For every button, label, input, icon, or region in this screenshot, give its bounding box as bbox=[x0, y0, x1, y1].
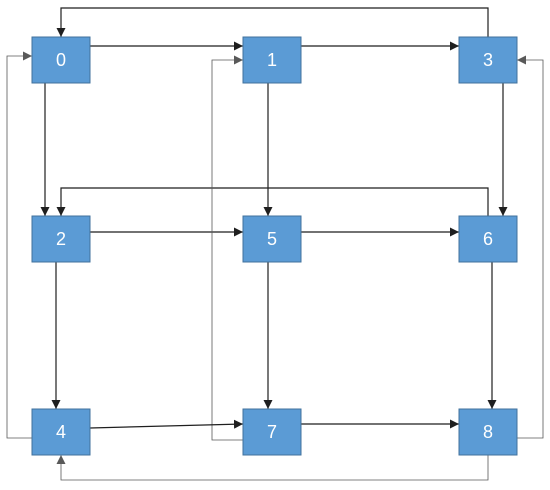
node-label: 8 bbox=[483, 422, 493, 442]
node-box bbox=[458, 36, 518, 84]
node-label: 2 bbox=[56, 229, 66, 249]
node-label: 3 bbox=[483, 50, 493, 70]
edge-4-to-0 bbox=[6, 51, 32, 439]
node-4[interactable]: 4 bbox=[31, 408, 91, 456]
node-label: 7 bbox=[267, 422, 277, 442]
node-label: 6 bbox=[483, 229, 493, 249]
edge-8-to-3 bbox=[517, 55, 544, 439]
node-label: 1 bbox=[267, 50, 277, 70]
node-box bbox=[242, 36, 302, 84]
node-box bbox=[458, 408, 518, 456]
node-box bbox=[242, 408, 302, 456]
node-label: 4 bbox=[56, 422, 66, 442]
node-2[interactable]: 2 bbox=[31, 215, 91, 263]
node-label: 0 bbox=[56, 50, 66, 70]
edge-6-to-2 bbox=[56, 187, 489, 216]
edge-7-to-1 bbox=[211, 55, 243, 441]
node-1[interactable]: 1 bbox=[242, 36, 302, 84]
node-6[interactable]: 6 bbox=[458, 215, 518, 263]
node-box bbox=[31, 36, 91, 84]
edge-4-to-7 bbox=[89, 419, 244, 429]
node-box bbox=[242, 215, 302, 263]
edge-3-to-0 bbox=[56, 7, 489, 37]
node-0[interactable]: 0 bbox=[31, 36, 91, 84]
edge-8-to-4 bbox=[56, 455, 489, 481]
node-box bbox=[31, 215, 91, 263]
node-8[interactable]: 8 bbox=[458, 408, 518, 456]
node-label: 5 bbox=[267, 229, 277, 249]
node-box bbox=[458, 215, 518, 263]
edges-layer bbox=[6, 7, 544, 481]
node-3[interactable]: 3 bbox=[458, 36, 518, 84]
nodes-layer: 0 1 3 2 5 6 4 7 8 bbox=[31, 36, 518, 456]
node-box bbox=[31, 408, 91, 456]
node-7[interactable]: 7 bbox=[242, 408, 302, 456]
node-5[interactable]: 5 bbox=[242, 215, 302, 263]
